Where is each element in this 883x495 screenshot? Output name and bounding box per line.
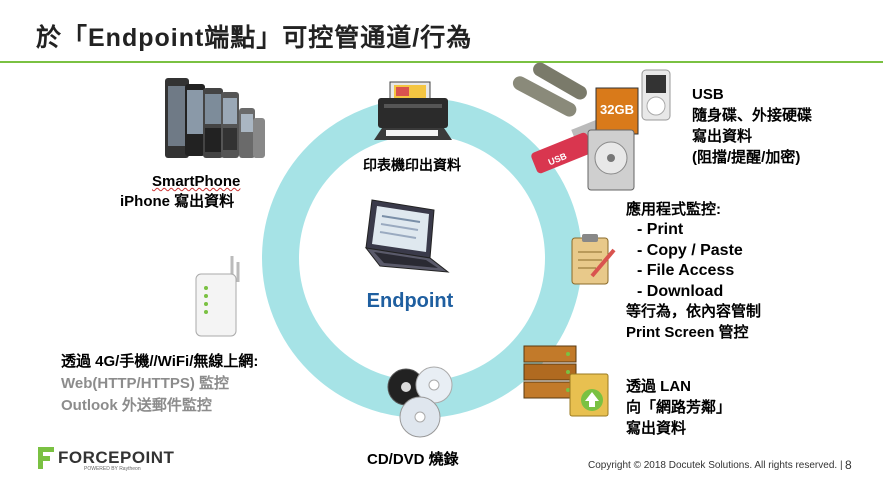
app-control-item-file-access: - File Access bbox=[637, 262, 735, 279]
forcepoint-logo-sub: POWERED BY Raytheon bbox=[84, 466, 141, 472]
laptop-icon bbox=[364, 199, 450, 273]
wifi-line1: 透過 4G/手機//WiFi/無線上網: bbox=[61, 353, 259, 370]
app-control-line6: 等行為，依內容管制 bbox=[626, 303, 762, 320]
app-control-heading: 應用程式監控: bbox=[626, 201, 721, 218]
cd-label: CD/DVD 燒錄 bbox=[367, 451, 459, 468]
wifi-line3: Outlook 外送郵件監控 bbox=[61, 397, 212, 414]
lan-line2: 向「網路芳鄰」 bbox=[626, 399, 732, 416]
wifi-line2: Web(HTTP/HTTPS) 監控 bbox=[61, 375, 230, 392]
smartphone-line2: iPhone 寫出資料 bbox=[120, 193, 235, 210]
page-number: 8 bbox=[845, 458, 852, 472]
wifi-router-icon bbox=[195, 256, 240, 337]
app-control-item-download: - Download bbox=[637, 283, 724, 300]
app-control-item-print: - Print bbox=[637, 221, 684, 238]
copyright: Copyright © 2018 Docutek Solutions. All … bbox=[588, 460, 843, 471]
usb-line2: 隨身碟、外接硬碟 bbox=[692, 107, 813, 124]
printer-label: 印表機印出資料 bbox=[363, 157, 461, 173]
svg-text:32GB: 32GB bbox=[600, 102, 634, 117]
smartphones-icon bbox=[165, 78, 265, 158]
printer-icon bbox=[374, 81, 452, 140]
lan-line1: 透過 LAN bbox=[626, 378, 691, 395]
lan-line3: 寫出資料 bbox=[626, 420, 687, 437]
smartphone-name: SmartPhone bbox=[152, 173, 241, 190]
cd-dvd-icon bbox=[387, 366, 453, 438]
app-control-line7: Print Screen 管控 bbox=[626, 324, 749, 341]
usb-storage-icon: USB 32GB bbox=[512, 62, 671, 191]
slide-title: 於「Endpoint端點」可控管通道/行為 bbox=[36, 24, 473, 52]
clipboard-icon bbox=[571, 234, 616, 285]
forcepoint-logo-icon bbox=[38, 447, 54, 469]
usb-line4: (阻擋/提醒/加密) bbox=[692, 149, 801, 166]
usb-line3: 寫出資料 bbox=[692, 128, 753, 145]
title-divider bbox=[0, 61, 883, 63]
app-control-item-copy-paste: - Copy / Paste bbox=[637, 242, 743, 259]
smartphone-line1: SmartPhone bbox=[152, 172, 240, 192]
endpoint-label: Endpoint bbox=[366, 290, 454, 312]
forcepoint-logo: FORCEPOINT bbox=[58, 448, 175, 467]
usb-line1: USB bbox=[692, 86, 724, 103]
server-folder-icon bbox=[523, 345, 609, 417]
